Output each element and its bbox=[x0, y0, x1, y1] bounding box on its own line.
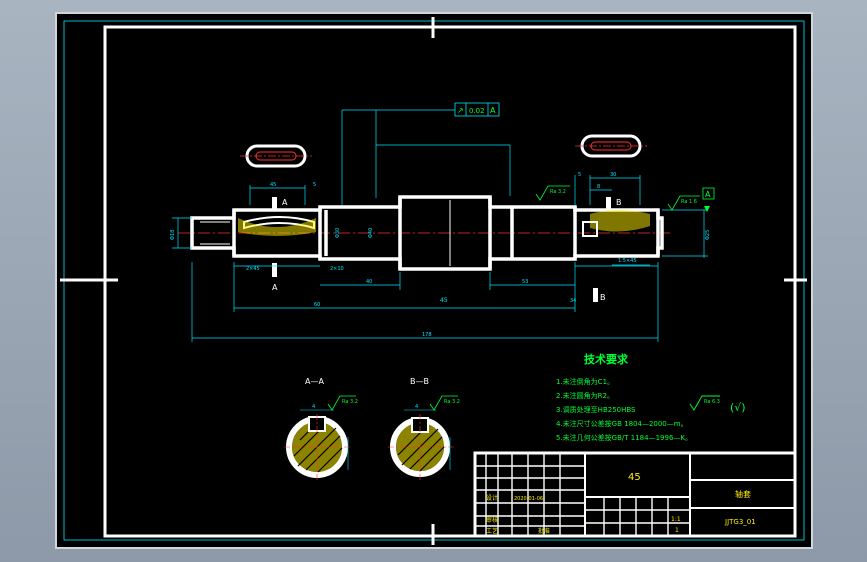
title-block-date: 2020-01-06 bbox=[514, 496, 543, 502]
dim-chamfer-mid: 2×10 bbox=[330, 266, 344, 272]
section-a-roughness: Ra 3.2 bbox=[342, 399, 358, 405]
section-label-a-top: A bbox=[282, 198, 288, 207]
tech-req-item-1: 1.未注倒角为C1。 bbox=[556, 377, 614, 386]
key-slot-right bbox=[575, 134, 647, 158]
dim-34: 34 bbox=[570, 298, 576, 304]
dim-right-key-width: 8 bbox=[597, 184, 600, 190]
title-block-material: 45 bbox=[628, 472, 641, 483]
dim-bearing-dia: Φ30 bbox=[335, 228, 341, 238]
tolerance-value: 0.02 bbox=[469, 107, 485, 115]
dim-right-key-length: 30 bbox=[610, 172, 616, 178]
dim-chamfer-right: 1.5×45 bbox=[618, 258, 637, 264]
section-a-dim: 4 bbox=[312, 404, 315, 410]
roughness-symbol-right bbox=[667, 195, 700, 211]
tech-req-item-4: 4.未注尺寸公差按GB 1804—2000—m。 bbox=[556, 419, 688, 428]
datum-marker: A bbox=[702, 187, 715, 212]
tolerance-frame: ↗ 0.02 A bbox=[454, 102, 500, 117]
section-view-a: A—A Ra 3.2 4 bbox=[284, 377, 358, 480]
dim-45-bottom: 45 bbox=[440, 297, 448, 304]
dim-chamfer-left: 2×45 bbox=[246, 266, 260, 272]
title-block-drawing-number: JJTG3_01 bbox=[724, 518, 756, 526]
dim-left-key-length: 45 bbox=[270, 182, 276, 188]
title-block-label-approve: 批准 bbox=[538, 527, 550, 535]
tolerance-symbol: ↗ bbox=[457, 106, 464, 115]
shaft-outline bbox=[190, 195, 664, 271]
key-slot-left bbox=[240, 144, 312, 168]
roughness-right-text: Ra 1.6 bbox=[681, 199, 697, 205]
tech-requirements: 技术要求 1.未注倒角为C1。 2.未注圆角为R2。 3.调质处理至HB250H… bbox=[556, 352, 692, 442]
dim-53: 53 bbox=[522, 279, 528, 285]
keyway-right bbox=[582, 210, 650, 237]
title-block-scale: 1:1 bbox=[671, 516, 681, 523]
general-roughness-check: (√) bbox=[730, 401, 746, 414]
section-a-title: A—A bbox=[305, 377, 324, 386]
keyway-left bbox=[238, 216, 316, 236]
section-label-a-bottom: A bbox=[272, 283, 278, 292]
dim-left-key-offset: 5 bbox=[313, 182, 316, 188]
roughness-symbol-left bbox=[535, 185, 570, 201]
title-block-label-process: 工艺 bbox=[486, 527, 498, 535]
section-b-dim: 4 bbox=[415, 404, 418, 410]
title-block-label-design: 设计 bbox=[486, 494, 498, 502]
general-roughness: Ra 6.3 (√) bbox=[689, 395, 746, 414]
title-block-sheet-count: 1 bbox=[675, 527, 679, 534]
dim-178: 178 bbox=[422, 332, 432, 338]
dim-40: 40 bbox=[366, 279, 372, 285]
dimension-lines bbox=[172, 109, 708, 342]
tech-req-item-2: 2.未注圆角为R2。 bbox=[556, 391, 614, 400]
shaft-inner-edges bbox=[200, 200, 451, 266]
tolerance-datum: A bbox=[490, 106, 496, 115]
roughness-left-text: Ra 3.2 bbox=[550, 189, 566, 195]
dim-right-key-offset: 5 bbox=[578, 172, 581, 178]
tech-req-item-5: 5.未注几何公差按GB/T 1184—1996—K。 bbox=[556, 433, 692, 442]
section-label-b-top: B bbox=[616, 198, 622, 207]
title-block-label-review: 审核 bbox=[486, 516, 498, 524]
general-roughness-value: Ra 6.3 bbox=[704, 399, 720, 405]
section-label-b-bottom: B bbox=[600, 293, 606, 302]
section-b-title: B—B bbox=[410, 377, 429, 386]
dim-collar-dia: Φ40 bbox=[368, 228, 374, 238]
dim-right-end-dia: Φ25 bbox=[705, 230, 711, 240]
section-view-b: B—B Ra 3.2 4 bbox=[388, 377, 460, 480]
dim-left-end-dia: Φ18 bbox=[170, 230, 176, 240]
tech-req-title: 技术要求 bbox=[584, 352, 629, 366]
section-b-roughness: Ra 3.2 bbox=[444, 399, 460, 405]
title-block-part-name: 轴套 bbox=[735, 489, 751, 499]
tech-req-item-3: 3.调质处理至HB250HBS bbox=[556, 405, 636, 414]
dim-60: 60 bbox=[314, 302, 320, 308]
datum-label: A bbox=[705, 190, 711, 199]
title-block: 45 轴套 JJTG3_01 1:1 1 设计 审核 工艺 批准 2020-01… bbox=[473, 451, 797, 538]
centering-marks bbox=[60, 17, 807, 545]
section-cut-marks bbox=[272, 197, 611, 302]
dimension-texts: 45 5 30 5 8 Φ18 Φ25 Φ30 Φ40 2×45 2×10 1.… bbox=[170, 172, 711, 338]
